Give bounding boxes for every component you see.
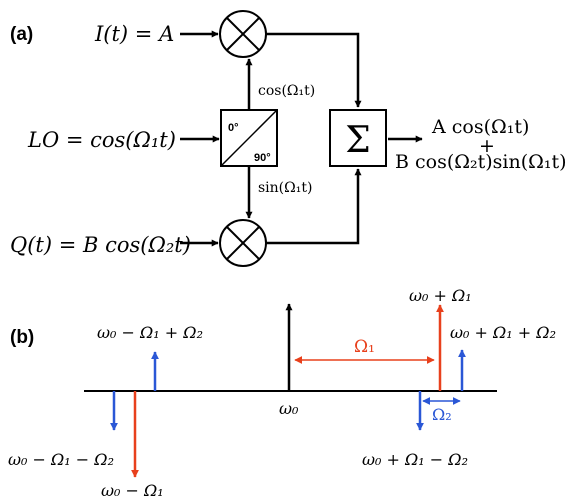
input-lo-label: LO = cos(Ω₁t): [27, 128, 176, 152]
wire-top-mixer-to-summer: [266, 32, 362, 108]
panel-b-label: (b): [10, 327, 34, 348]
spacing-label: Ω₁: [354, 337, 375, 357]
phase-splitter: [220, 109, 278, 167]
bottom-mixer: [219, 219, 267, 267]
carrier-label: ω₀: [279, 399, 299, 418]
sum-symbol: Σ: [345, 120, 370, 161]
splitter-0-label: 0°: [228, 122, 239, 134]
upper-tone-label: ω₀ + Ω₁: [409, 286, 472, 305]
upper-plus-label: ω₀ + Ω₁ + Ω₂: [450, 323, 556, 342]
summer-box: [329, 109, 387, 167]
panel-a-label: (a): [10, 24, 33, 45]
sin-branch-label: sin(Ω₁t): [258, 180, 312, 196]
offset-label: Ω₂: [432, 405, 452, 424]
splitter-90-label: 90°: [254, 152, 271, 164]
cos-branch-label: cos(Ω₁t): [258, 83, 315, 99]
lower-plus-label: ω₀ − Ω₁ + Ω₂: [97, 323, 203, 342]
lower-tone-label: ω₀ − Ω₁: [101, 481, 164, 500]
wire-bottom-mixer-to-summer: [266, 168, 362, 245]
output-plus: +: [479, 135, 495, 157]
output-line2: B cos(Ω₂t)sin(Ω₁t): [395, 151, 567, 173]
top-mixer: [219, 10, 267, 58]
upper-minus-label: ω₀ + Ω₁ − Ω₂: [362, 450, 468, 469]
input-i-label: I(t) = A: [94, 22, 174, 46]
lower-minus-label: ω₀ − Ω₁ − Ω₂: [8, 450, 114, 469]
input-q-label: Q(t) = B cos(Ω₂t): [10, 233, 191, 257]
output-line1: A cos(Ω₁t): [431, 116, 529, 138]
